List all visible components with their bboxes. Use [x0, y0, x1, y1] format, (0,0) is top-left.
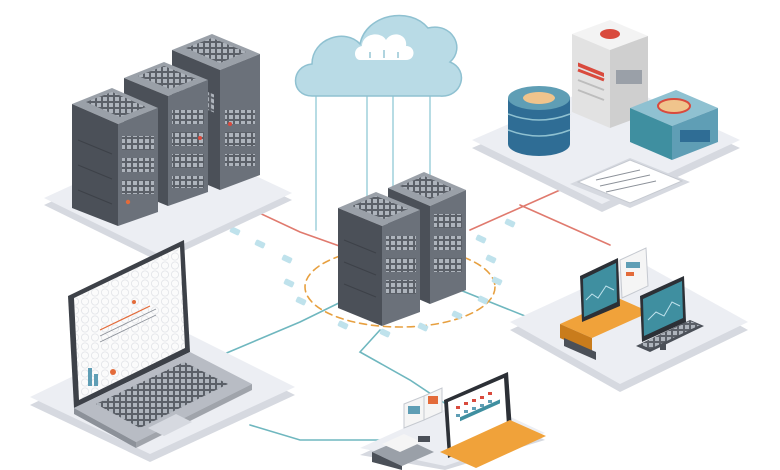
platform-workstation [510, 262, 748, 392]
database-drum-icon [507, 86, 571, 156]
laptop-icon [68, 240, 252, 448]
chart-cards-icon [403, 387, 443, 429]
storage-appliance-icon [630, 90, 718, 160]
workstation-icon [560, 247, 686, 360]
printer-icon [372, 434, 434, 470]
document-tray-icon [570, 158, 690, 208]
keyboard-icon [636, 320, 704, 352]
server-rack-icon [338, 172, 466, 326]
workstation-desk-icon [440, 420, 546, 468]
server-rack-icon [72, 34, 260, 226]
cloud-icon [294, 14, 463, 97]
